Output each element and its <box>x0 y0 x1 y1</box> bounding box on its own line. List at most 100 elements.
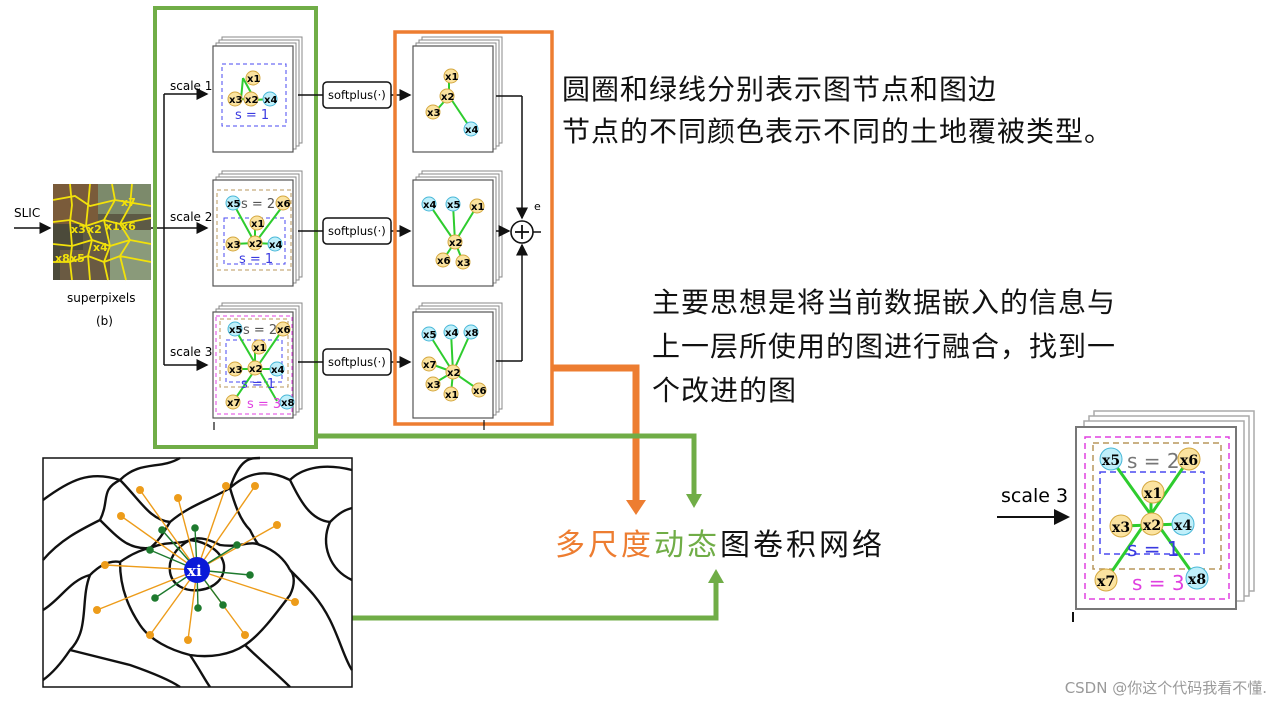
scale-2-label: scale 2 <box>170 210 212 224</box>
output-graph-card-3: x5 x4 x8 x7 x2 x3 x1 x6 <box>412 302 503 419</box>
svg-text:x5: x5 <box>70 252 85 265</box>
dynamic-graph-highlight-box <box>153 6 318 449</box>
svg-text:x1: x1 <box>253 343 266 354</box>
svg-text:x1: x1 <box>445 72 458 83</box>
green-connector-top <box>316 433 697 498</box>
svg-text:x8: x8 <box>1188 572 1206 588</box>
svg-text:x1: x1 <box>247 74 260 85</box>
svg-text:x8: x8 <box>281 398 294 409</box>
svg-text:s = 3: s = 3 <box>1132 571 1185 595</box>
partial-label: e <box>534 200 541 213</box>
svg-text:x5: x5 <box>229 325 242 336</box>
svg-text:x6: x6 <box>473 386 486 397</box>
orange-arrowhead <box>626 500 646 515</box>
softplus-box-3: softplus(·) <box>298 348 412 376</box>
svg-text:x5: x5 <box>423 330 436 341</box>
svg-text:x1: x1 <box>471 202 484 213</box>
scale-3-label: scale 3 <box>170 345 212 359</box>
idea-line-3: 个改进的图 <box>652 374 798 407</box>
svg-text:x2: x2 <box>87 223 102 236</box>
svg-text:x3: x3 <box>457 258 470 269</box>
svg-text:x5: x5 <box>1102 453 1120 469</box>
svg-text:x3: x3 <box>227 240 240 251</box>
title-part-2: 动态 <box>654 528 720 563</box>
slic-label: SLIC <box>14 206 40 220</box>
svg-text:x6: x6 <box>277 325 290 336</box>
svg-text:x3: x3 <box>427 108 440 119</box>
svg-text:x8: x8 <box>465 328 478 339</box>
svg-text:x2: x2 <box>441 92 454 103</box>
sum-node <box>510 220 534 244</box>
svg-text:x2: x2 <box>245 95 258 106</box>
svg-text:softplus(·): softplus(·) <box>328 355 386 369</box>
svg-text:s = 3: s = 3 <box>247 397 281 412</box>
method-title: 多尺度动态图卷积网络 <box>555 520 885 564</box>
svg-text:x4: x4 <box>445 328 458 339</box>
svg-text:x6: x6 <box>1180 453 1198 469</box>
svg-text:x1: x1 <box>1144 486 1162 502</box>
svg-text:x6: x6 <box>121 220 136 233</box>
softplus-box-2: softplus(·) <box>298 217 412 245</box>
svg-text:x7: x7 <box>227 398 240 409</box>
svg-text:s = 1: s = 1 <box>239 252 273 267</box>
svg-text:x3: x3 <box>229 95 242 106</box>
svg-text:s = 2: s = 2 <box>241 197 275 212</box>
svg-text:s = 2: s = 2 <box>1127 449 1180 473</box>
svg-text:x7: x7 <box>121 196 136 209</box>
svg-text:xi: xi <box>187 562 202 580</box>
svg-text:x4: x4 <box>271 365 284 376</box>
svg-text:s = 2: s = 2 <box>243 323 277 338</box>
watermark: CSDN @你这个代码我看不懂. <box>1064 679 1267 697</box>
center-node <box>184 557 210 583</box>
scale-1-graph-card: x1 x3 x2 x4 s = 1 <box>212 36 303 153</box>
svg-text:s = 1: s = 1 <box>1127 537 1180 561</box>
svg-text:s = 1: s = 1 <box>235 108 269 123</box>
svg-text:x3: x3 <box>427 380 440 391</box>
svg-text:x1: x1 <box>105 220 120 233</box>
scale-1-label: scale 1 <box>170 79 212 93</box>
svg-text:x7: x7 <box>423 360 436 371</box>
svg-text:scale 3: scale 3 <box>1001 485 1068 507</box>
annotation-line-2: 节点的不同颜色表示不同的土地覆被类型。 <box>562 115 1114 148</box>
svg-text:x4: x4 <box>423 200 436 211</box>
svg-text:x4: x4 <box>465 125 478 136</box>
green-connector-bottom <box>352 580 719 621</box>
orange-connector <box>552 364 640 506</box>
title-part-1: 多尺度 <box>555 528 654 563</box>
svg-text:x2: x2 <box>449 238 462 249</box>
svg-text:x2: x2 <box>1143 518 1161 534</box>
output-graph-card-2: x4 x5 x1 x2 x6 x3 <box>412 170 503 287</box>
svg-text:x7: x7 <box>1097 574 1115 590</box>
svg-text:x6: x6 <box>437 256 450 267</box>
green-arrowhead-top <box>686 494 702 508</box>
svg-text:s = 1: s = 1 <box>241 377 275 392</box>
panel-label: (b) <box>96 314 113 328</box>
title-part-3: 图卷积网络 <box>720 528 885 563</box>
svg-text:x1: x1 <box>445 390 458 401</box>
svg-text:x4: x4 <box>93 241 108 254</box>
superpixels-label: superpixels <box>67 291 135 305</box>
svg-text:x5: x5 <box>447 200 460 211</box>
output-graph-card-1: x1 x2 x3 x4 <box>412 36 503 153</box>
annotation-line-1: 圆圈和绿线分别表示图节点和图边 <box>562 73 998 106</box>
svg-text:x5: x5 <box>227 199 240 210</box>
idea-line-1: 主要思想是将当前数据嵌入的信息与 <box>652 286 1117 319</box>
svg-text:x3: x3 <box>229 365 242 376</box>
svg-text:x4: x4 <box>264 95 277 106</box>
svg-text:x4: x4 <box>269 240 282 251</box>
zoom-scale-3: scale 3 x5 s = 2 x6 x1 x3 x2 x4 s = 1 x7… <box>997 410 1255 622</box>
svg-text:x3: x3 <box>71 223 86 236</box>
scale-2-graph-card: x5 s = 2 x6 x1 x3 x2 x4 s = 1 <box>212 170 303 287</box>
svg-text:x1: x1 <box>251 219 264 230</box>
svg-text:softplus(·): softplus(·) <box>328 88 386 102</box>
output-highlight-box <box>393 30 554 426</box>
svg-text:x2: x2 <box>447 368 460 379</box>
neighborhood-graph: xi <box>42 456 354 688</box>
svg-text:x6: x6 <box>277 199 290 210</box>
idea-line-2: 上一层所使用的图进行融合，找到一 <box>652 330 1117 363</box>
green-arrowhead-bottom <box>708 569 724 583</box>
svg-text:softplus(·): softplus(·) <box>328 224 386 238</box>
svg-text:x2: x2 <box>249 239 262 250</box>
svg-text:x8: x8 <box>55 252 70 265</box>
